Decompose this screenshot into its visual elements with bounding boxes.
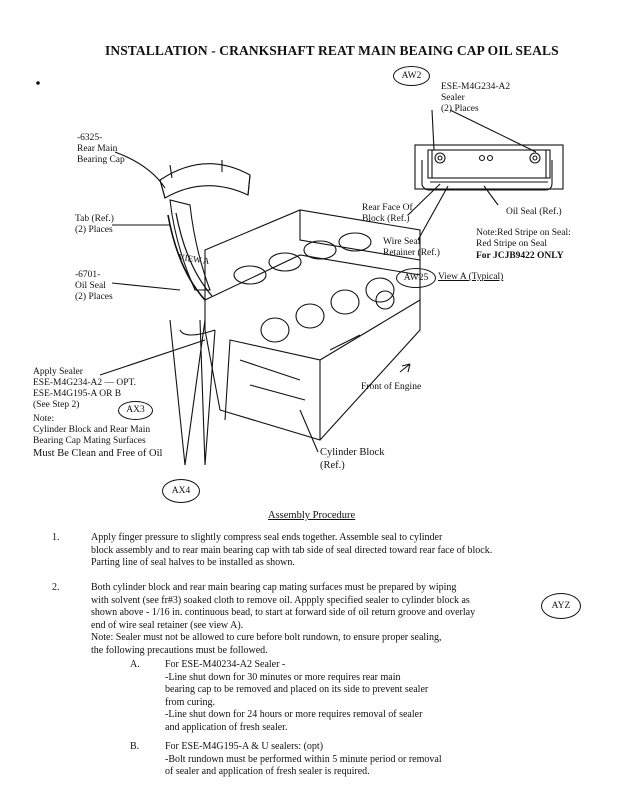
step-1-text: Apply finger pressure to slightly compre… <box>91 532 492 570</box>
callout-ayz: AYZ <box>541 593 581 619</box>
sealer-top-line: Sealer <box>441 93 465 103</box>
bearing-cap-outline <box>159 163 251 199</box>
cylinder-block-outline <box>204 209 421 441</box>
step-2-number: 2. <box>52 582 60 593</box>
callout-ax3: AX3 <box>118 401 153 420</box>
step-2a-line: -Line shut down for 30 minutes or more r… <box>165 671 401 683</box>
stripe-note-line: Note:Red Stripe on Seal: <box>476 228 571 238</box>
callout-aw2: AW2 <box>393 66 430 86</box>
oil-seal-left-line: -6701- <box>75 270 101 280</box>
step-2a-letter: A. <box>130 659 140 670</box>
step-1-line: Parting line of seal halves to be instal… <box>91 557 295 569</box>
wire-seal-line: Retainer (Ref.) <box>383 248 440 258</box>
rear-face-line: Rear Face Of <box>362 203 413 213</box>
step-1-line: Apply finger pressure to slightly compre… <box>91 532 443 543</box>
step-2a-line: -Line shut down for 24 hours or more req… <box>165 709 423 721</box>
note-clean-label: Note: Cylinder Block and Rear Main Beari… <box>33 414 150 447</box>
note-clean-line: Cylinder Block and Rear Main <box>33 425 151 435</box>
step-2a-line: bearing cap to be removed and placed on … <box>165 684 429 696</box>
apply-sealer-line: ESE-M4G195-A OR B <box>33 389 122 399</box>
callout-aw25: AW25 <box>396 268 436 288</box>
sealer-top-label: ESE-M4G234-A2 Sealer (2) Places <box>441 82 510 115</box>
step-2b-line: -Bolt rundown must be performed within 5… <box>165 753 442 765</box>
apply-sealer-line: (See Step 2) <box>33 400 80 410</box>
oil-seal-left-line: Oil Seal <box>75 281 106 291</box>
tab-label: Tab (Ref.) (2) Places <box>75 214 114 236</box>
rear-face-line: Block (Ref.) <box>362 214 410 224</box>
stripe-note-label: Note:Red Stripe on Seal: Red Stripe on S… <box>476 228 571 250</box>
callout-ax4: AX4 <box>162 479 200 503</box>
tab-label-line: (2) Places <box>75 225 113 235</box>
rear-face-label: Rear Face Of Block (Ref.) <box>362 203 413 225</box>
bearing-cap-label-line: -6325- <box>77 133 103 143</box>
procedure-heading: Assembly Procedure <box>268 510 356 521</box>
note-clean-line: Note: <box>33 414 55 424</box>
stripe-for-label: For JCJB9422 ONLY <box>476 251 564 261</box>
step-2-line: Note: Sealer must not be allowed to cure… <box>91 632 442 644</box>
step-1-number: 1. <box>52 532 60 543</box>
step-2-line: shown above - 1/16 in. continuous bead, … <box>91 607 476 619</box>
step-2a-line: For ESE-M40234-A2 Sealer - <box>165 659 286 670</box>
bearing-cap-label-line: Rear Main <box>77 144 118 154</box>
apply-sealer-label: Apply Sealer ESE-M4G234-A2 — OPT. ESE-M4… <box>33 367 136 411</box>
bearing-cap-label: -6325- Rear Main Bearing Cap <box>77 133 125 166</box>
step-2-line: Both cylinder block and rear main bearin… <box>91 582 457 593</box>
stripe-note-line: Red Stripe on Seal <box>476 239 547 249</box>
bearing-cap-label-line: Bearing Cap <box>77 155 125 165</box>
step-2a-line: from curing. <box>165 696 215 708</box>
wire-seal-line: Wire Seal <box>383 237 421 247</box>
step-2-text: Both cylinder block and rear main bearin… <box>91 582 475 658</box>
apply-sealer-line: ESE-M4G234-A2 — OPT. <box>33 378 137 388</box>
cylinder-block-line: (Ref.) <box>320 460 345 471</box>
step-2-line: the following precautions must be follow… <box>91 644 268 656</box>
step-2-line: with solvent (see fr#3) soaked cloth to … <box>91 594 470 606</box>
cylinder-block-line: Cylinder Block <box>320 447 385 458</box>
oil-seal-left-label: -6701- Oil Seal (2) Places <box>75 270 113 303</box>
step-2-line: end of wire seal retainer (see view A). <box>91 619 244 631</box>
view-a-detail-box <box>414 144 564 190</box>
sealer-top-line: (2) Places <box>441 104 479 114</box>
oil-seal-right-label: Oil Seal (Ref.) <box>506 207 562 217</box>
apply-sealer-line: Apply Sealer <box>33 367 83 377</box>
must-clean-label: Must Be Clean and Free of Oil <box>33 448 163 459</box>
sealer-top-line: ESE-M4G234-A2 <box>441 82 511 92</box>
step-2b-line: of sealer and application of fresh seale… <box>165 766 370 778</box>
wire-seal-label: Wire Seal Retainer (Ref.) <box>383 237 440 259</box>
view-a-typical-label: View A (Typical) <box>438 272 504 282</box>
cylinder-block-label: Cylinder Block (Ref.) <box>320 446 384 472</box>
step-2b-letter: B. <box>130 741 140 752</box>
step-2a-text: For ESE-M40234-A2 Sealer - -Line shut do… <box>165 659 428 735</box>
step-2b-line: For ESE-M4G195-A & U sealers: (opt) <box>165 741 324 752</box>
tab-label-line: Tab (Ref.) <box>75 214 114 224</box>
step-1-line: block assembly and to rear main bearing … <box>91 544 493 556</box>
step-2a-line: and application of fresh sealer. <box>165 721 288 733</box>
note-clean-line: Bearing Cap Mating Surfaces <box>33 436 146 446</box>
step-2b-text: For ESE-M4G195-A & U sealers: (opt) -Bol… <box>165 741 442 779</box>
page-title: INSTALLATION - CRANKSHAFT REAT MAIN BEAI… <box>105 43 559 58</box>
front-engine-label: Front of Engine <box>361 382 422 392</box>
oil-seal-left-line: (2) Places <box>75 292 113 302</box>
